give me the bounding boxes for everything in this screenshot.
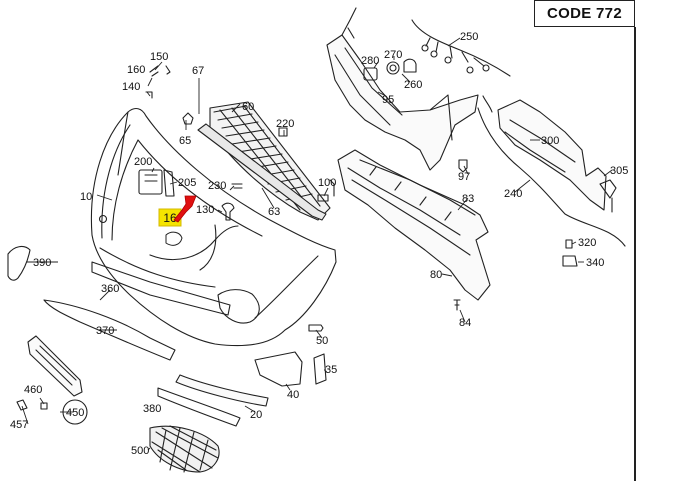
callout-label-340: 340 xyxy=(586,257,604,269)
callout-label-20: 20 xyxy=(250,409,262,421)
callout-label-305: 305 xyxy=(610,165,628,177)
leader-lines xyxy=(21,37,613,451)
upper-carrier xyxy=(326,7,479,171)
callout-label-10: 10 xyxy=(80,191,92,203)
wheel-arch-liner xyxy=(7,245,31,281)
callout-label-65: 65 xyxy=(179,135,191,147)
callout-label-200: 200 xyxy=(134,156,152,168)
callout-label-320: 320 xyxy=(578,237,596,249)
option-code-box: CODE 772 xyxy=(534,0,635,27)
callout-label-160: 160 xyxy=(127,64,145,76)
callout-label-450: 450 xyxy=(66,407,84,419)
cover-cap xyxy=(313,353,327,385)
trim-strip xyxy=(197,123,327,221)
callout-label-60: 60 xyxy=(242,101,254,113)
bumper-reinforcement xyxy=(337,149,491,301)
lower-deflector xyxy=(91,261,231,316)
sensor-bracket xyxy=(138,169,175,197)
callout-label-140: 140 xyxy=(122,81,140,93)
group-circle xyxy=(62,399,88,425)
callout-label-50: 50 xyxy=(316,335,328,347)
side-bracket xyxy=(497,99,617,213)
callout-label-84: 84 xyxy=(459,317,471,329)
chrome-strip xyxy=(175,374,269,407)
callout-label-370: 370 xyxy=(96,325,114,337)
callout-label-220: 220 xyxy=(276,118,294,130)
callout-label-500: 500 xyxy=(131,445,149,457)
upper-grille xyxy=(209,101,331,221)
callout-label-270: 270 xyxy=(384,49,402,61)
parking-sensors xyxy=(363,58,417,81)
air-guide xyxy=(254,351,303,387)
callout-label-390: 390 xyxy=(33,257,51,269)
callout-label-63: 63 xyxy=(268,206,280,218)
lower-spoiler xyxy=(43,299,176,361)
callout-label-100: 100 xyxy=(318,177,336,189)
callout-label-150: 150 xyxy=(150,51,168,63)
callout-label-35: 35 xyxy=(325,364,337,376)
callout-label-250: 250 xyxy=(460,31,478,43)
callout-label-240: 240 xyxy=(504,188,522,200)
callout-label-457: 457 xyxy=(10,419,28,431)
front-bumper-cover xyxy=(90,107,337,347)
highlight-label: 16 xyxy=(163,211,177,225)
callout-label-360: 360 xyxy=(101,283,119,295)
callout-label-260: 260 xyxy=(404,79,422,91)
fog-lamp-grille xyxy=(149,425,220,473)
callout-label-95: 95 xyxy=(382,94,394,106)
callout-label-130: 130 xyxy=(196,204,214,216)
callout-label-205: 205 xyxy=(178,177,196,189)
callout-label-460: 460 xyxy=(24,384,42,396)
callout-label-97: 97 xyxy=(458,171,470,183)
callout-label-230: 230 xyxy=(208,180,226,192)
highlight-callout: 16 xyxy=(158,195,197,246)
callout-label-380: 380 xyxy=(143,403,161,415)
callout-label-80: 80 xyxy=(430,269,442,281)
callout-labels: 150 160 140 67 60 65 220 10 200 205 230 130 63 100 390… xyxy=(10,31,628,457)
callout-label-83: 83 xyxy=(462,193,474,205)
callout-label-280: 280 xyxy=(361,55,379,67)
callout-label-40: 40 xyxy=(287,389,299,401)
callout-label-300: 300 xyxy=(541,135,559,147)
callout-label-67: 67 xyxy=(192,65,204,77)
lower-trim xyxy=(157,387,241,427)
frame-border xyxy=(634,27,636,481)
fasteners xyxy=(16,65,578,411)
wiring-harness xyxy=(411,19,626,247)
